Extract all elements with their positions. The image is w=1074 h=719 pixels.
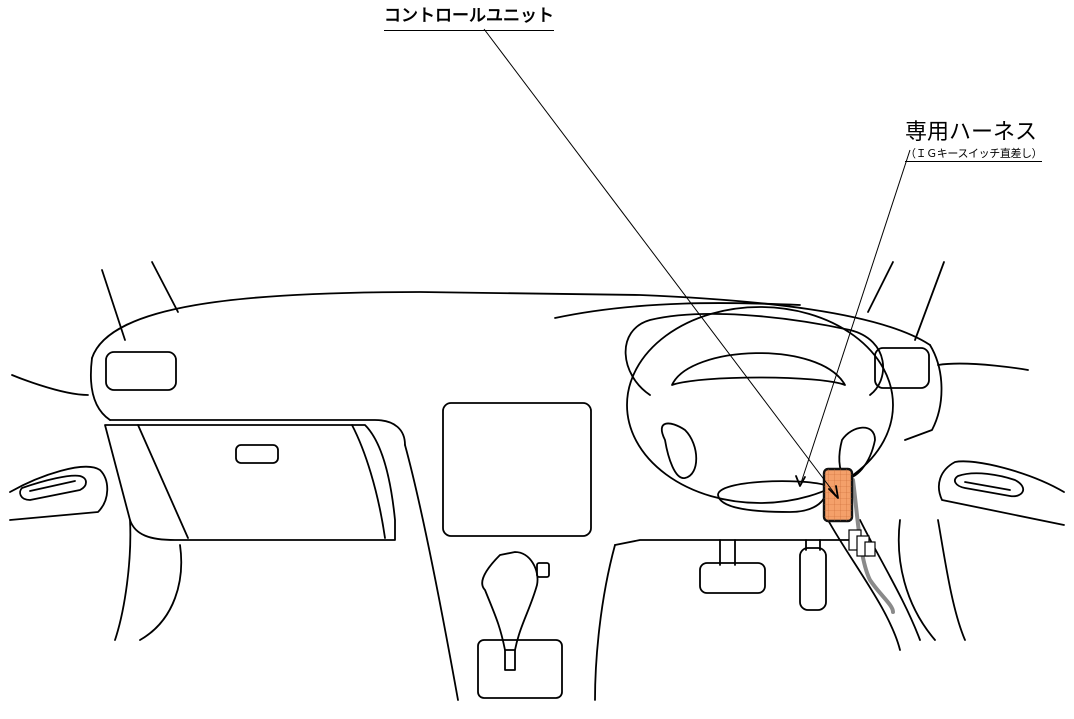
gear-shift-boot xyxy=(477,639,563,699)
brake-pedal xyxy=(699,562,766,594)
dash-trim-line xyxy=(109,419,406,446)
accelerator-pedal xyxy=(799,547,827,611)
left-a-pillar xyxy=(101,261,179,341)
center-console-right xyxy=(594,544,616,701)
dashboard-right-edge xyxy=(904,344,943,441)
left-door-panel xyxy=(9,465,183,641)
glovebox xyxy=(104,424,396,541)
right-a-pillar xyxy=(867,261,945,341)
steering-wheel xyxy=(626,306,894,513)
harness-note-label: （ＩＧキースイッチ直差し） xyxy=(905,147,1043,162)
control-unit-leader-line xyxy=(483,28,839,499)
glovebox-handle xyxy=(235,444,279,464)
right-air-vent xyxy=(874,347,930,389)
left-air-vent xyxy=(105,351,177,391)
control-unit-label: コントロールユニット xyxy=(384,4,554,31)
harness-leader-line xyxy=(799,149,911,487)
harness-connector xyxy=(848,529,876,557)
harness-wire xyxy=(851,478,895,614)
instrument-cluster-hood xyxy=(624,313,884,396)
dashboard-ridge xyxy=(554,302,801,319)
right-door-panel xyxy=(897,460,1065,641)
center-display-panel xyxy=(442,402,592,537)
harness-label: 専用ハーネス xyxy=(905,120,1038,145)
center-console-left xyxy=(404,444,459,701)
dashboard-left-edge xyxy=(90,357,111,421)
dashboard-top xyxy=(91,291,931,359)
gear-shift-knob xyxy=(481,551,539,651)
